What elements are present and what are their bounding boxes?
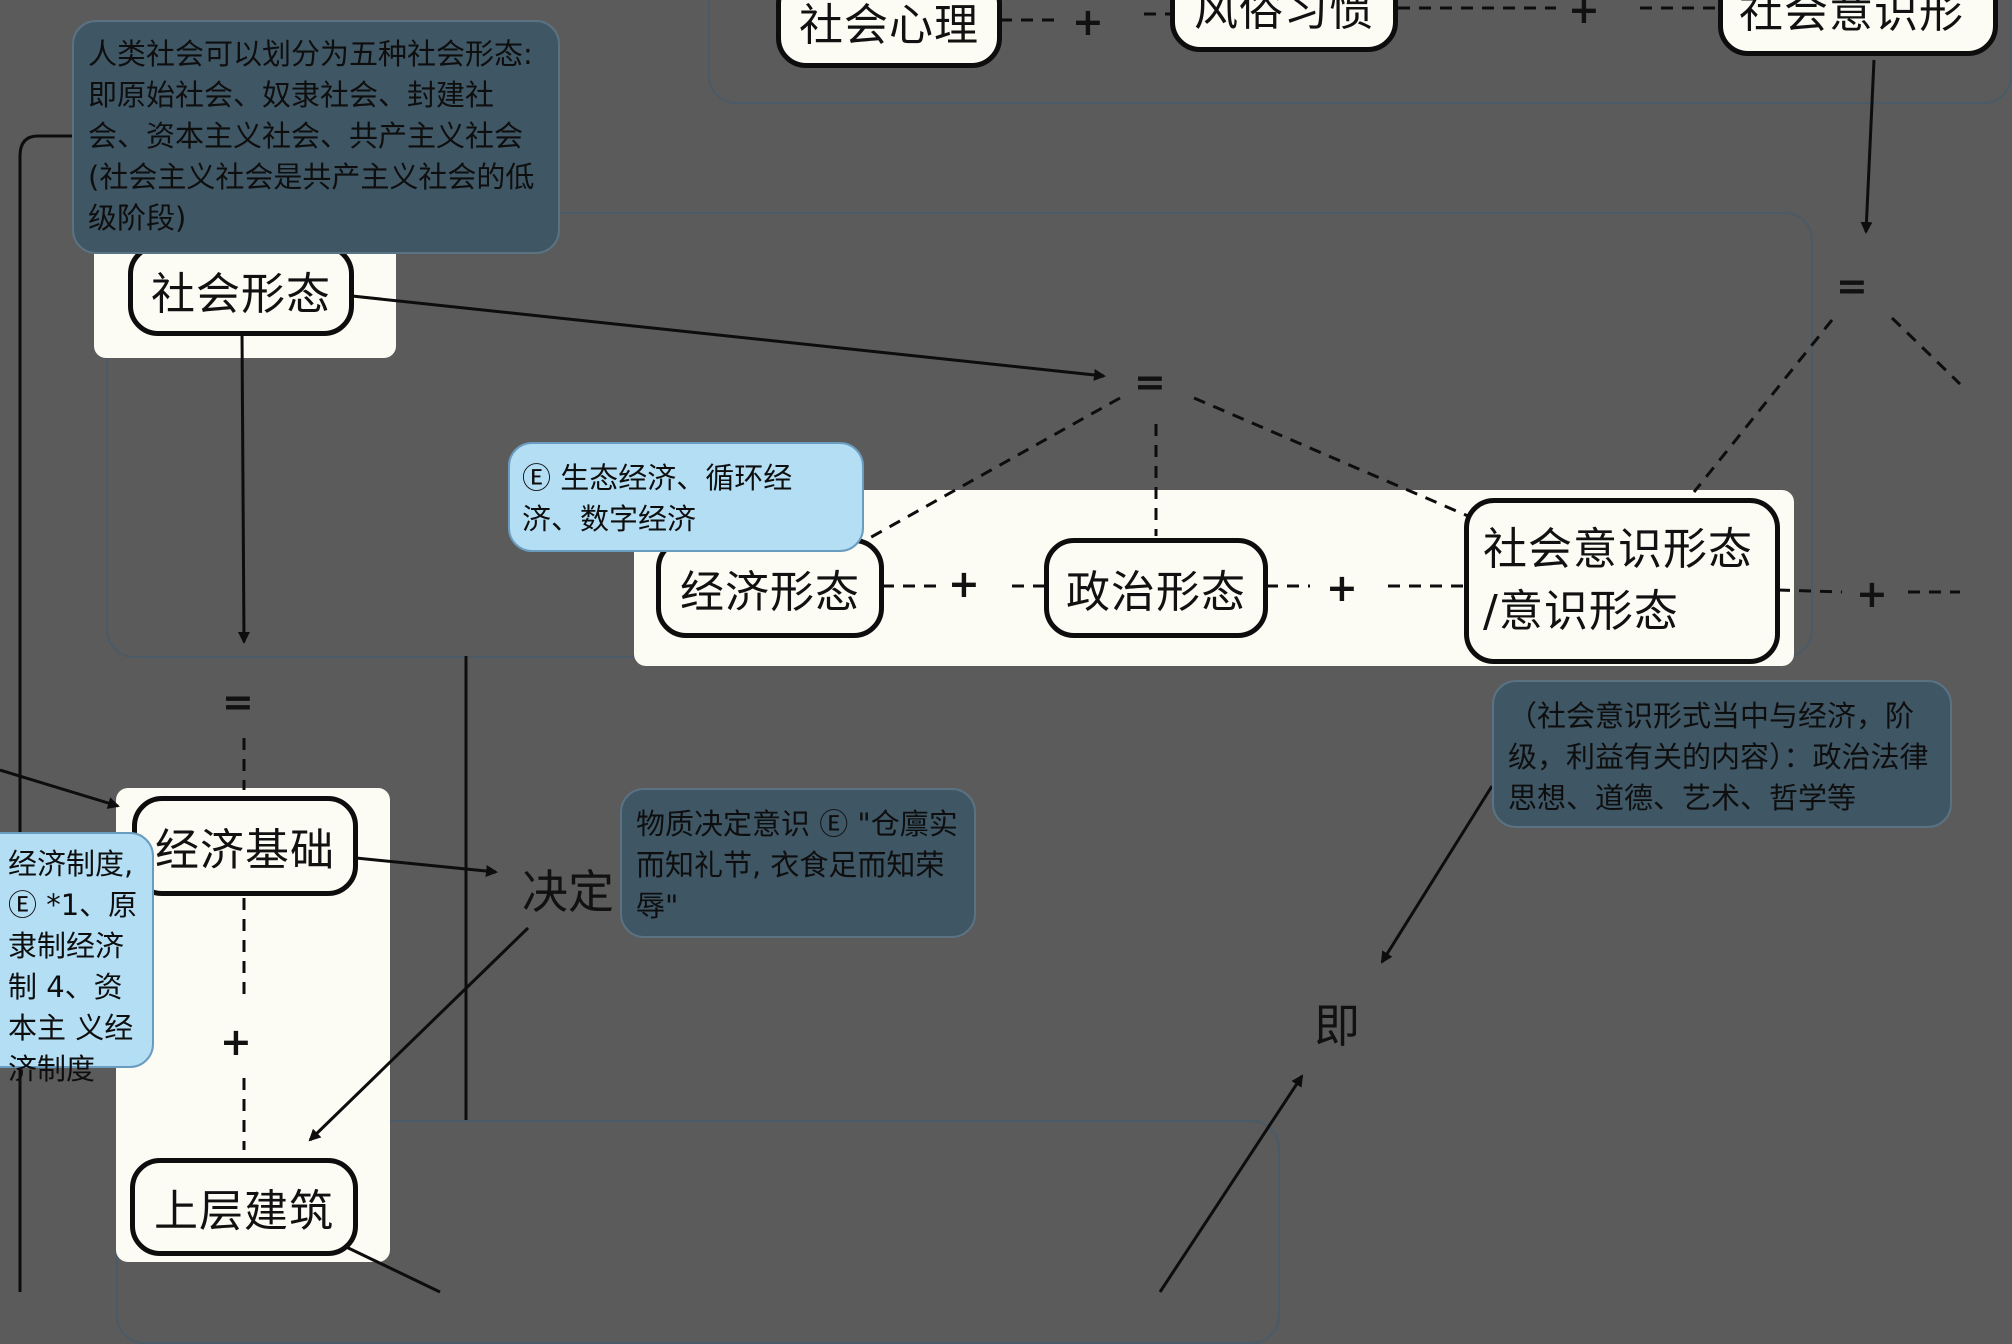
- equals-right: =: [1836, 264, 1868, 308]
- edge-top-to-right-equals: [1860, 59, 1876, 234]
- note-matter-decides[interactable]: 物质决定意识 Ⓔ "仓廪实而知礼节, 衣食足而知荣辱": [620, 788, 976, 938]
- edge-left-in: [0, 768, 120, 809]
- plus-econ-political: +: [948, 562, 980, 606]
- plus-base-super: +: [220, 1020, 252, 1064]
- node-political-form[interactable]: 政治形态: [1044, 538, 1268, 638]
- node-ideology[interactable]: 社会意识形态 /意识形态: [1464, 498, 1780, 664]
- edge-super-out: [339, 1242, 441, 1294]
- node-superstructure[interactable]: 上层建筑: [130, 1158, 358, 1256]
- dash-ideology-plus-right: [1777, 588, 1843, 594]
- region-top: [708, 0, 2012, 104]
- note-eco-types[interactable]: Ⓔ 生态经济、循环经济、数字经济: [508, 442, 864, 552]
- node-social-psychology[interactable]: 社会心理: [776, 0, 1002, 68]
- node-ideology-line1: 社会意识形态: [1483, 524, 1753, 575]
- node-ideology-line2: /意识形态: [1483, 586, 1679, 637]
- node-economic-base[interactable]: 经济基础: [132, 796, 358, 896]
- plus-political-ideology: +: [1326, 566, 1358, 610]
- edge-left-rail: [18, 134, 72, 1292]
- edge-base-to-determine: [355, 856, 498, 877]
- edge-determine-to-super: [308, 926, 530, 1142]
- dash-equals-to-economic: [865, 396, 1121, 542]
- dash-right-equals-right: [1890, 316, 1962, 386]
- note-econ-system[interactable]: 经济制度, Ⓔ *1、原 隶制经济制 4、资本主 义经济制度: [0, 832, 154, 1086]
- node-social-consciousness-top[interactable]: 社会意识形: [1718, 0, 1998, 56]
- plus-top-2: +: [1568, 0, 1600, 32]
- label-namely: 即: [1314, 999, 1360, 1053]
- dash-right-equals-down: [1692, 319, 1834, 493]
- edge-social-to-equals: [351, 294, 1106, 381]
- edge-bottom-to-namely: [1158, 1074, 1304, 1293]
- note-ideology-content[interactable]: （社会意识形式当中与经济，阶级，利益有关的内容）：政治法律思想、道德、艺术、哲学…: [1492, 680, 1952, 828]
- plus-ideology-right: +: [1856, 572, 1888, 616]
- node-economic-form[interactable]: 经济形态: [656, 538, 884, 638]
- dash-equals-to-ideology: [1193, 396, 1469, 518]
- equals-base: =: [222, 680, 254, 724]
- plus-top-1: +: [1072, 0, 1104, 44]
- connector-layer: [0, 6, 1962, 1294]
- node-social-form[interactable]: 社会形态: [128, 244, 354, 336]
- note-five-forms[interactable]: 人类社会可以划分为五种社会形态: 即原始社会、奴隶社会、封建社会、资本主义社会、…: [72, 20, 560, 254]
- edge-social-to-base-equals: [237, 331, 250, 644]
- node-customs[interactable]: 风俗习惯: [1170, 0, 1398, 52]
- edge-ideology-to-namely: [1380, 785, 1494, 964]
- equals-main: =: [1134, 360, 1166, 404]
- label-determine: 决定: [522, 865, 614, 919]
